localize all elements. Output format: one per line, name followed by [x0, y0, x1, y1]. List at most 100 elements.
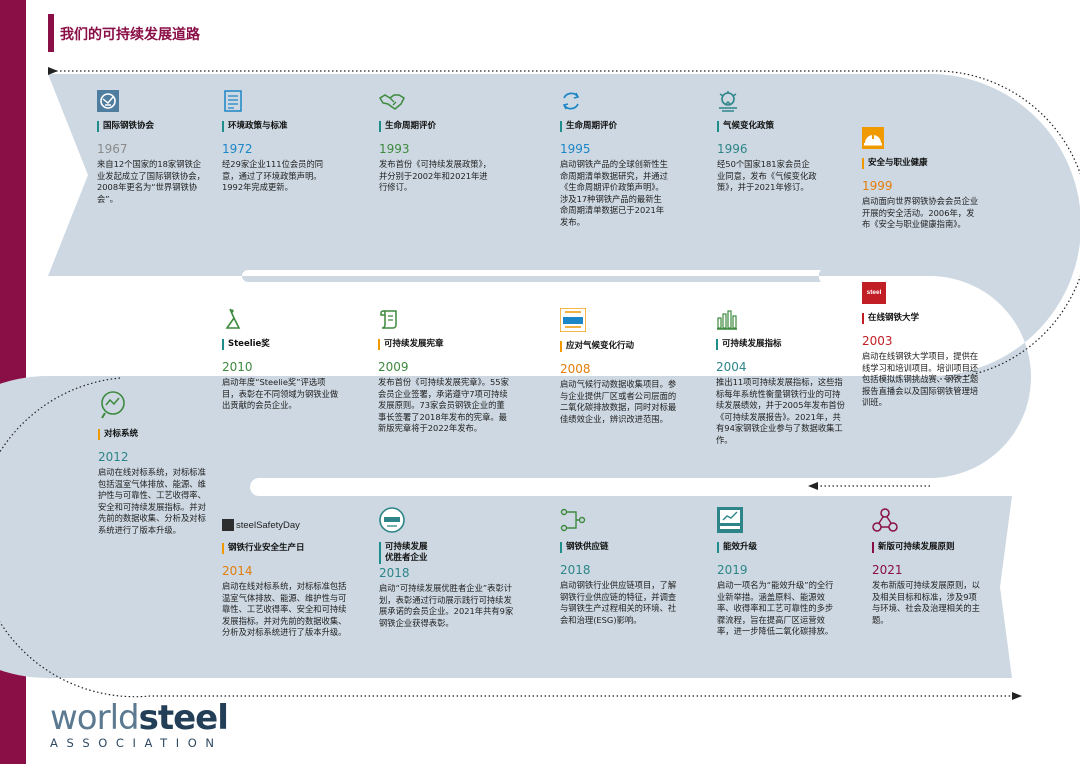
milestone-desc: 启动年度“Steelie奖”评选项目，表彰在不同领域为钢铁业做出贡献的会员企业。	[222, 377, 339, 411]
worldsteel-globe-icon	[97, 90, 119, 112]
road-bottom-edge	[0, 377, 1015, 698]
benchmark-chart-icon	[101, 391, 125, 419]
milestone-desc: 启动钢铁产品的全球创新性生命周期清单数据研究，并通过《生命周期评价政策声明》。涉…	[560, 159, 668, 227]
milestone-year: 2012	[98, 450, 129, 464]
steeluniversity-icon-text: steel	[866, 289, 882, 296]
milestone-desc: 发布首份《可持续发展宪章》。55家会员企业签署，承诺遵守7项可持续发展原则。73…	[378, 377, 509, 434]
climate-icon	[719, 91, 737, 112]
milestone-2003: steel 在线钢铁大学 2003 启动在线钢铁大学项目，提供在线学习和培训项目…	[862, 282, 980, 409]
milestone-desc: 推出11项可持续发展指标，这些指标每年系统性衡量钢铁行业的可持续发展绩效，并于2…	[716, 377, 845, 445]
milestone-desc: 启动一项名为“能效升级”的全行业新举措。涵盖原料、能源效率、收得率和工艺可靠性的…	[717, 580, 834, 637]
milestone-label: 可持续发展 优胜者企业	[379, 542, 519, 564]
milestone-desc: 发布新版可持续发展原则，以及相关目标和标准，涉及9项与环境、社会及治理相关的主题…	[872, 580, 980, 625]
milestone-1996: 气候变化政策 1996 经50个国家181家会员企业同意，发布《气候变化政策》，…	[717, 90, 817, 194]
milestone-desc: 启动在线对标系统，对标标准包括温室气体排放、能源、维护性与可靠性、工艺收得率、安…	[98, 467, 206, 535]
milestone-2008: 应对气候变化行动 2008 启动气候行动数据收集项目。参与企业提供厂区或者公司层…	[560, 308, 678, 425]
step-up-badge-icon	[717, 507, 743, 533]
milestone-1967: 国际钢铁协会 1967 来自12个国家的18家钢铁企业发起成立了国际钢铁协会，2…	[97, 90, 205, 205]
milestone-year: 2004	[716, 360, 747, 374]
milestone-2004: 可持续发展指标 2004 推出11项可持续发展指标，这些指标每年系统性衡量钢铁行…	[716, 308, 846, 447]
logo-part-world: world	[50, 698, 140, 738]
milestone-2012: 对标系统 2012 启动在线对标系统，对标标准包括温室气体排放、能源、维护性与可…	[98, 390, 210, 537]
milestone-year: 2010	[222, 360, 253, 374]
logo-subtitle: ASSOCIATION	[50, 736, 223, 750]
milestone-desc: 经29家企业111位会员的同意，通过了环境政策声明。1992年完成更新。	[222, 159, 324, 193]
arrow-start	[48, 67, 58, 75]
logo-part-steel: steel	[138, 698, 229, 738]
road-band	[0, 74, 1080, 678]
principles-network-icon	[872, 508, 898, 532]
milestone-label: 可持续发展指标	[716, 339, 846, 350]
milestone-1995: 生命周期评价 1995 启动钢铁产品的全球创新性生命周期清单数据研究，并通过《生…	[560, 90, 670, 229]
indicators-chart-icon	[717, 310, 737, 330]
milestone-label: 可持续发展宪章	[378, 339, 510, 350]
milestone-desc: 启动在线钢铁大学项目，提供在线学习和培训项目。培训项目还包括模拟炼钢挑战赛、钢铁…	[862, 351, 979, 408]
milestone-label: Steelie奖	[222, 339, 340, 350]
steelsafetyday-icon: steelSafetyDay	[222, 516, 352, 534]
milestone-label: 新版可持续发展原则	[872, 542, 984, 553]
milestone-label: 生命周期评价	[560, 121, 670, 132]
milestone-1999: 安全与职业健康 1999 启动面向世界钢铁协会会员企业开展的安全活动。2006年…	[862, 127, 980, 231]
steeluniversity-icon: steel	[862, 282, 886, 304]
page-title: 我们的可持续发展道路	[60, 27, 200, 43]
milestone-1972: 环境政策与标准 1972 经29家企业111位会员的同意，通过了环境政策声明。1…	[222, 90, 332, 194]
milestone-year: 1993	[379, 142, 410, 156]
milestone-label: 国际钢铁协会	[97, 121, 205, 132]
milestone-year: 2014	[222, 564, 253, 578]
milestone-2009: 可持续发展宪章 2009 发布首份《可持续发展宪章》。55家会员企业签署，承诺遵…	[378, 308, 510, 435]
worldsteel-logo: worldsteel ASSOCIATION	[50, 698, 229, 750]
steelie-trophy-icon	[225, 308, 241, 329]
milestone-label: 生命周期评价	[379, 121, 491, 132]
milestone-desc: 启动面向世界钢铁协会会员企业开展的安全活动。2006年，发布《安全与职业健康指南…	[862, 196, 979, 230]
milestone-2019: 能效升级 2019 启动一项名为“能效升级”的全行业新举措。涵盖原料、能源效率、…	[717, 507, 841, 638]
milestone-label: 钢铁行业安全生产日	[222, 543, 352, 554]
milestone-year: 2009	[378, 360, 409, 374]
logo-wordmark: worldsteel	[50, 698, 229, 738]
milestone-1993: 生命周期评价 1993 发布首份《可持续发展政策》，并分别于2002年和2021…	[379, 90, 491, 194]
milestone-year: 1999	[862, 179, 893, 193]
milestone-2014: steelSafetyDay 钢铁行业安全生产日 2014 启动在线对标系统，对…	[222, 516, 352, 639]
milestone-year: 1995	[560, 142, 591, 156]
handshake-icon	[379, 94, 405, 110]
milestone-label: 对标系统	[98, 429, 210, 440]
milestone-year: 1967	[97, 142, 128, 156]
document-icon	[224, 90, 242, 112]
milestone-2021: 新版可持续发展原则 2021 发布新版可持续发展原则，以及相关目标和标准，涉及9…	[872, 507, 984, 626]
milestone-label: 环境政策与标准	[222, 121, 332, 132]
milestone-desc: 启动在线对标系统，对标标准包括温室气体排放、能源、维护性与可靠性、工艺收得率、安…	[222, 581, 347, 638]
steelsafetyday-mark	[222, 519, 234, 531]
milestone-year: 2019	[717, 563, 748, 577]
title-accent-bar	[48, 14, 54, 52]
milestone-desc: 启动“可持续发展优胜者企业”表彰计划，表彰通过行动展示践行可持续发展承诺的会员企…	[379, 583, 514, 628]
milestone-label: 在线钢铁大学	[862, 313, 980, 324]
milestone-year: 2008	[560, 362, 591, 376]
milestone-year: 2018	[560, 563, 591, 577]
safety-helmet-icon	[862, 127, 884, 149]
milestone-desc: 来自12个国家的18家钢铁企业发起成立了国际钢铁协会，2008年更名为“世界钢铁…	[97, 159, 205, 204]
milestone-label: 钢铁供应链	[560, 542, 678, 553]
climate-action-badge-icon	[560, 308, 586, 332]
milestone-year: 1972	[222, 142, 253, 156]
milestone-2018-champions: 可持续发展 优胜者企业 2018 启动“可持续发展优胜者企业”表彰计划，表彰通过…	[379, 507, 519, 629]
milestone-desc: 经50个国家181家会员企业同意，发布《气候变化政策》，并于2021年修订。	[717, 159, 817, 193]
champion-badge-icon	[379, 507, 405, 533]
milestone-year: 2003	[862, 334, 893, 348]
milestone-year: 1996	[717, 142, 748, 156]
supply-chain-icon	[560, 508, 586, 532]
charter-scroll-icon	[380, 310, 397, 329]
recycle-icon	[562, 92, 580, 110]
milestone-2010: Steelie奖 2010 启动年度“Steelie奖”评选项目，表彰在不同领域…	[222, 308, 340, 412]
milestone-desc: 发布首份《可持续发展政策》，并分别于2002年和2021年进行修订。	[379, 159, 492, 193]
arrow-middle	[808, 482, 818, 490]
steelsafetyday-text: steelSafetyDay	[236, 519, 300, 531]
milestone-2018-supply-chain: 钢铁供应链 2018 启动钢铁行业供应链项目，了解钢铁行业供应链的特征，并调查与…	[560, 507, 678, 626]
milestone-label: 能效升级	[717, 542, 841, 553]
milestone-label: 应对气候变化行动	[560, 341, 678, 352]
milestone-label: 气候变化政策	[717, 121, 817, 132]
milestone-desc: 启动钢铁行业供应链项目，了解钢铁行业供应链的特征，并调查与钢铁生产过程相关的环境…	[560, 580, 677, 625]
milestone-year: 2018	[379, 566, 410, 580]
milestone-desc: 启动气候行动数据收集项目。参与企业提供厂区或者公司层面的二氧化碳排放数据，同时对…	[560, 379, 677, 424]
milestone-year: 2021	[872, 563, 903, 577]
arrow-end	[1012, 692, 1022, 700]
